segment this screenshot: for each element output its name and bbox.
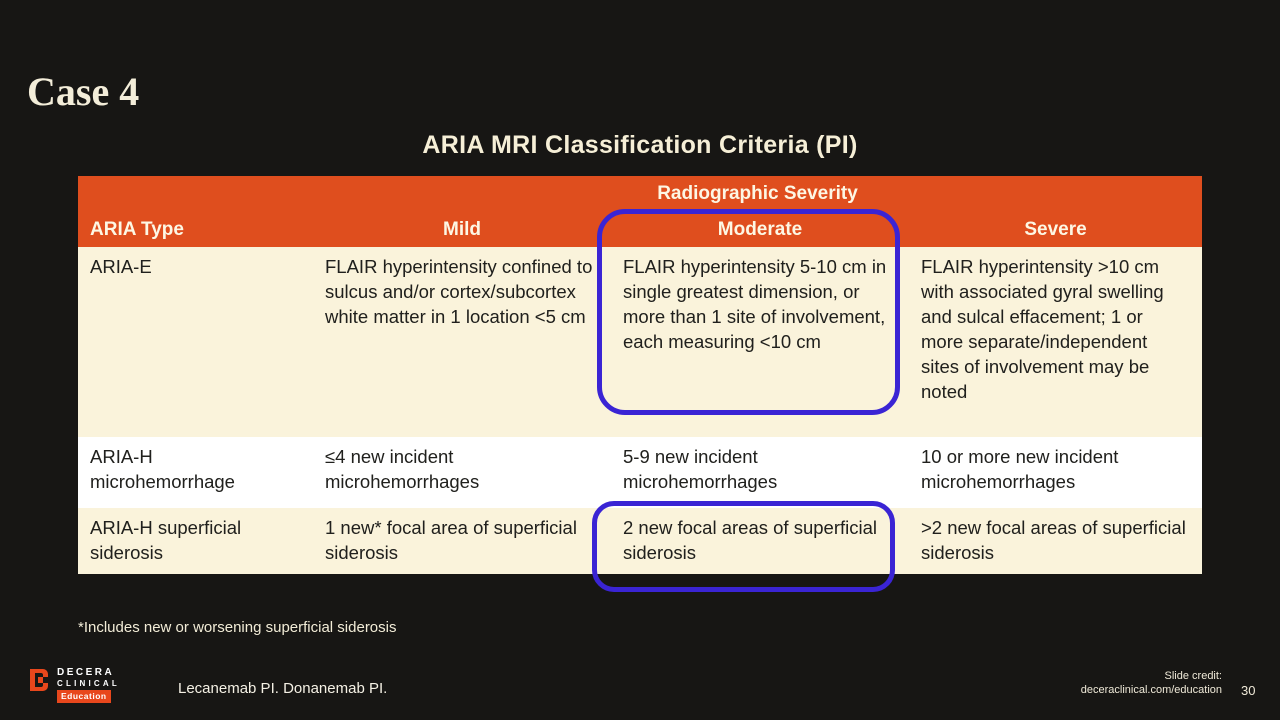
slide-credit-label: Slide credit: [1164,670,1222,682]
severity-header-spacer [78,176,313,212]
cell-aria-h-micro-moderate: 5-9 new incident microhemorrhages [611,437,909,508]
slide-credit: Slide credit: deceraclinical.com/educati… [1081,669,1222,697]
cell-aria-h-siderosis-moderate: 2 new focal areas of superficial sideros… [611,508,909,574]
decera-logo-icon [28,666,50,699]
column-header-moderate: Moderate [611,212,909,247]
column-header-severe: Severe [909,212,1202,247]
severity-header: Radiographic Severity [313,176,1202,212]
table-row-aria-h-siderosis: ARIA-H superficial siderosis 1 new* foca… [78,508,1202,574]
table-row-aria-h-microhemorrhage: ARIA-H microhemorrhage ≤4 new incident m… [78,437,1202,508]
cell-aria-h-siderosis-severe: >2 new focal areas of superficial sidero… [909,508,1202,574]
column-header-row: ARIA Type Mild Moderate Severe [78,212,1202,247]
cell-aria-h-micro-severe: 10 or more new incident microhemorrhages [909,437,1202,508]
decera-logo: DECERA CLINICAL Education [28,666,120,703]
slide-credit-url: deceraclinical.com/education [1080,684,1222,696]
severity-header-row: Radiographic Severity [78,176,1202,212]
references-text: Lecanemab PI. Donanemab PI. [178,680,388,697]
cell-aria-h-micro-type: ARIA-H microhemorrhage [78,437,313,508]
case-title: Case 4 [27,69,140,114]
column-header-aria-type: ARIA Type [78,212,313,247]
cell-aria-h-siderosis-type: ARIA-H superficial siderosis [78,508,313,574]
logo-line-clinical: CLINICAL [57,679,120,688]
logo-line-decera: DECERA [57,667,115,678]
table-row-aria-e: ARIA-E FLAIR hyperintensity confined to … [78,247,1202,437]
cell-aria-e-type: ARIA-E [78,247,313,437]
cell-aria-e-moderate: FLAIR hyperintensity 5-10 cm in single g… [611,247,909,437]
column-header-mild: Mild [313,212,611,247]
cell-aria-h-micro-mild: ≤4 new incident microhemorrhages [313,437,611,508]
logo-line-education-badge: Education [57,690,111,703]
cell-aria-h-siderosis-mild: 1 new* focal area of superficial sideros… [313,508,611,574]
decera-logo-text: DECERA CLINICAL Education [57,666,120,703]
aria-classification-table: Radiographic Severity ARIA Type Mild Mod… [78,176,1202,574]
cell-aria-e-mild: FLAIR hyperintensity confined to sulcus … [313,247,611,437]
cell-aria-e-severe: FLAIR hyperintensity >10 cm with associa… [909,247,1202,437]
page-number: 30 [1241,683,1256,698]
footnote: *Includes new or worsening superficial s… [78,619,397,636]
table-title: ARIA MRI Classification Criteria (PI) [422,131,858,159]
